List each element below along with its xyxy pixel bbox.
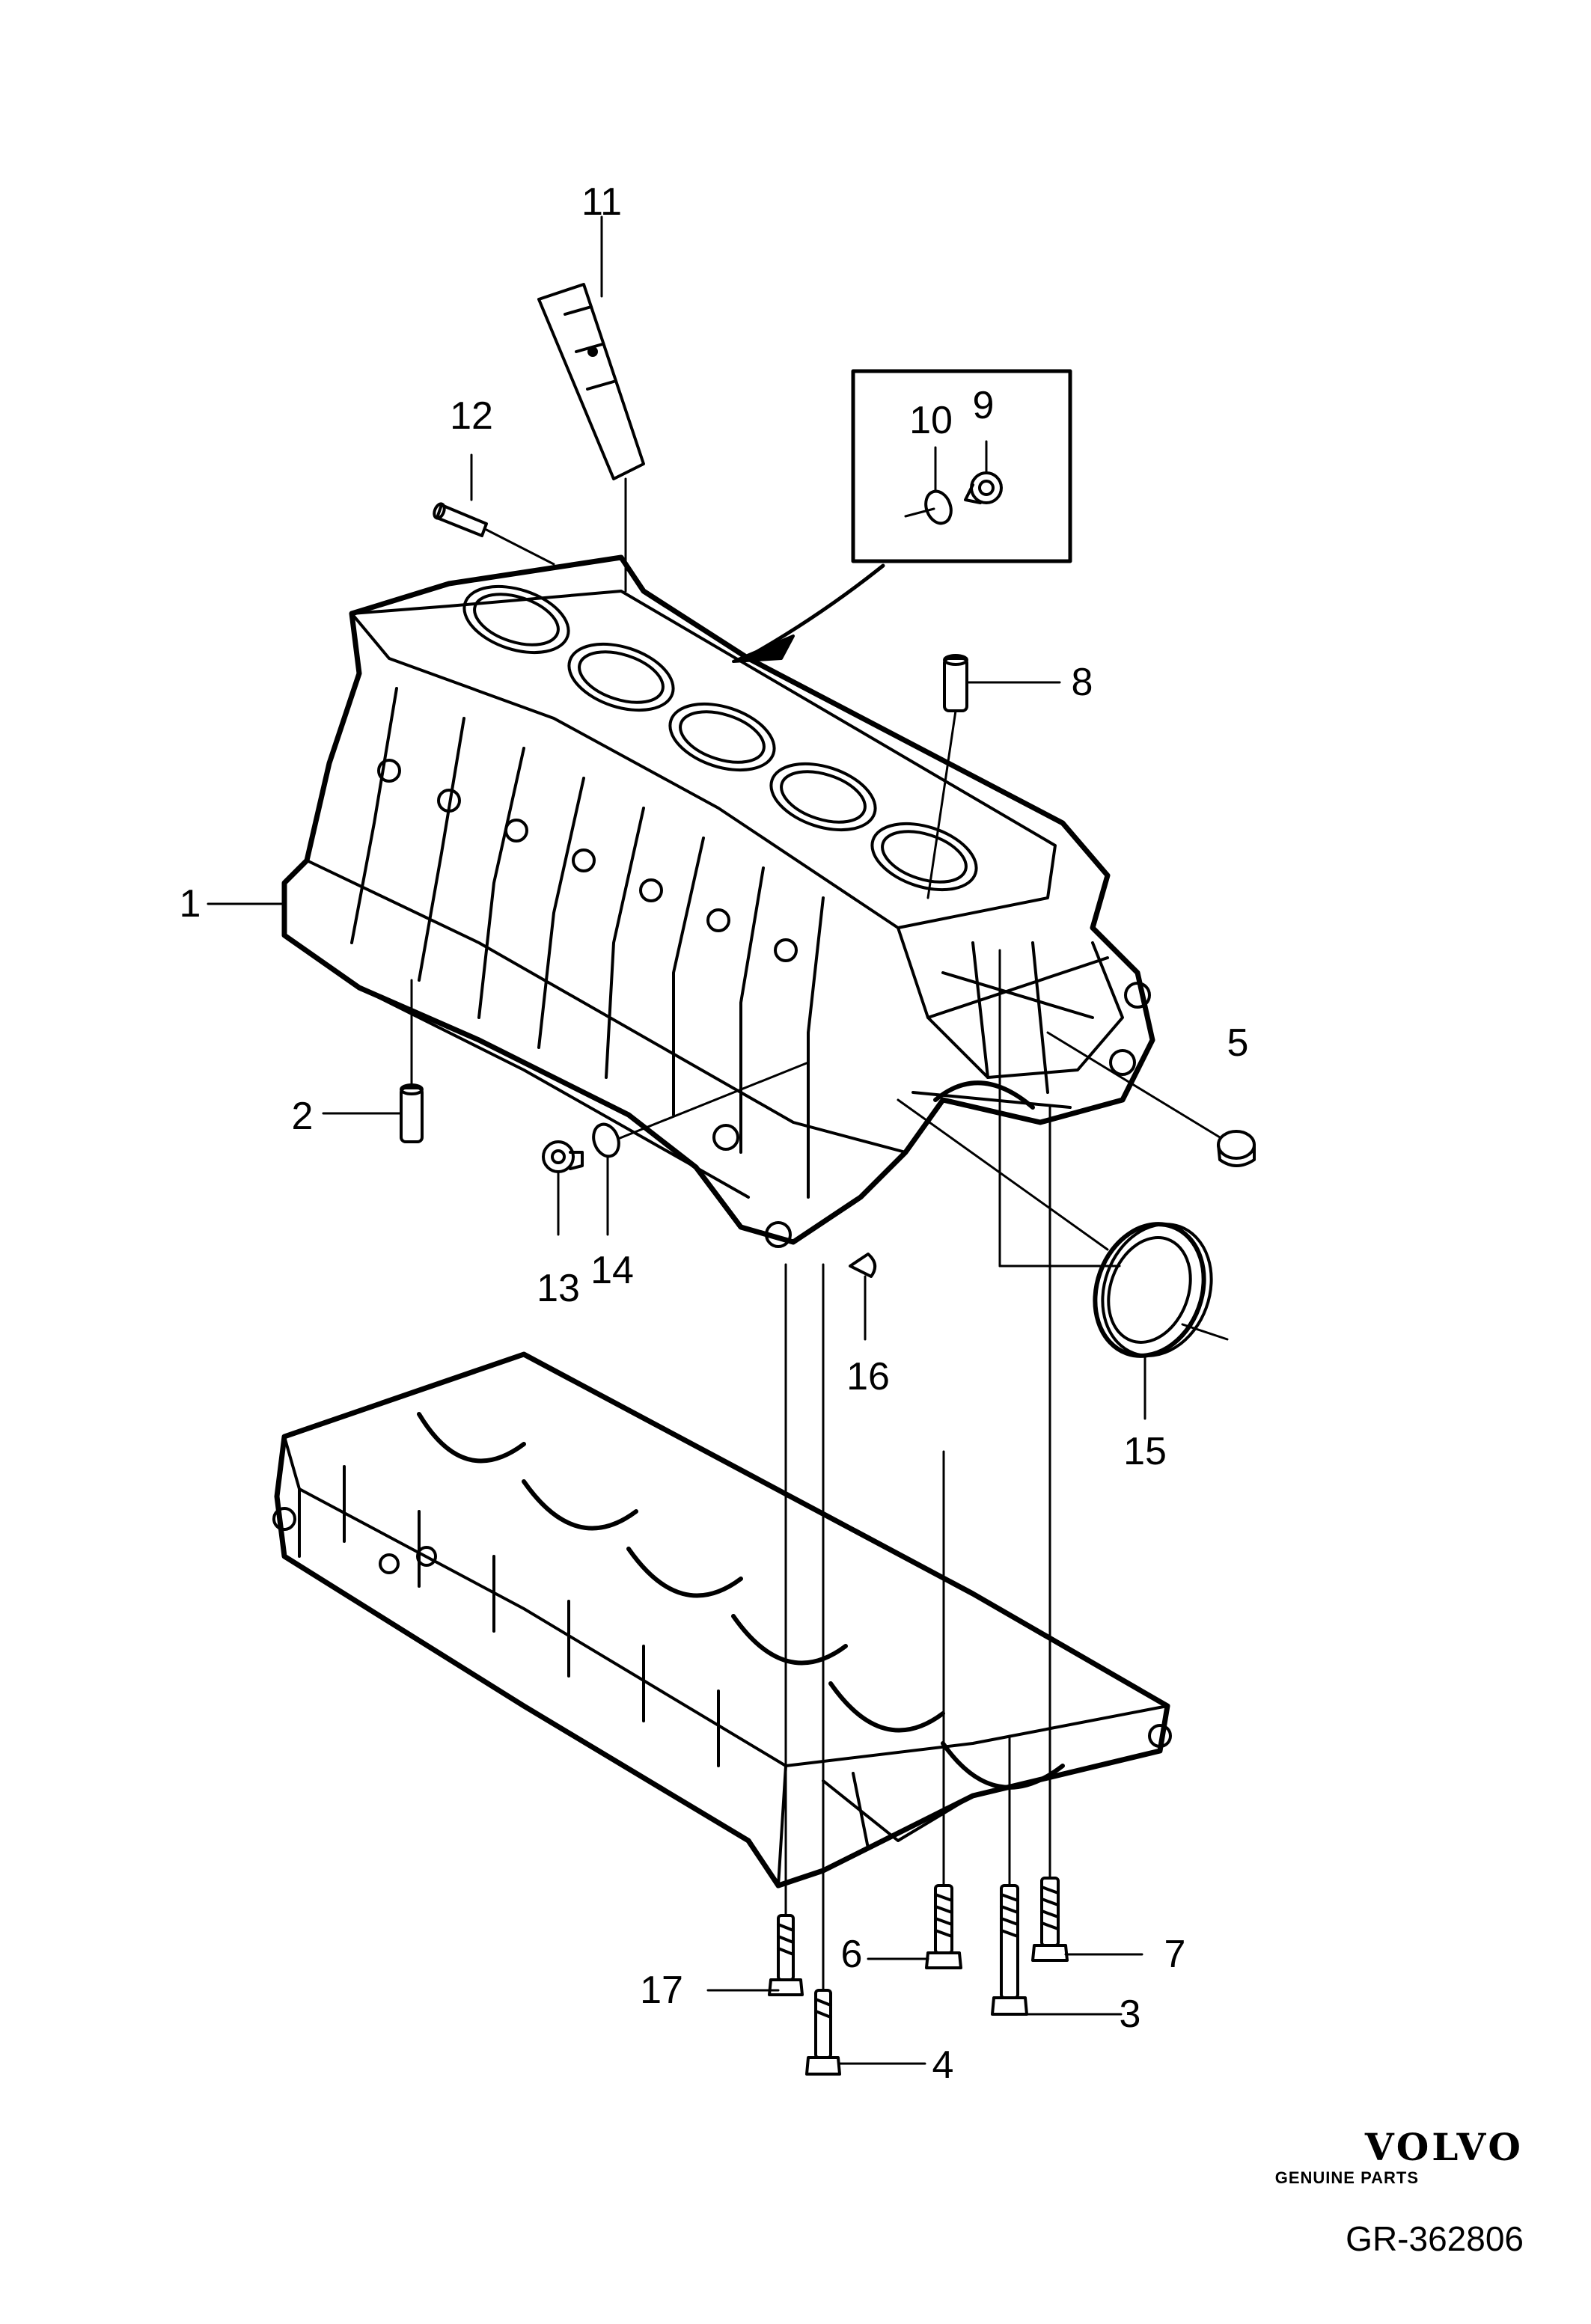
part-10-seal	[924, 489, 953, 525]
drawing-id: GR-362806	[1346, 2219, 1524, 2258]
callout-9: 9	[972, 384, 995, 427]
part-7-bolt	[1031, 1877, 1069, 1962]
callout-5: 5	[1227, 1021, 1249, 1065]
callout-8: 8	[1071, 661, 1093, 704]
callout-13: 13	[537, 1267, 580, 1310]
part-11-baffle	[537, 283, 645, 480]
leader-lines	[207, 215, 1229, 2065]
part-4-bolt	[805, 1989, 841, 2076]
callout-4: 4	[932, 2043, 954, 2087]
cylinder-block	[281, 554, 1155, 1248]
part-9-plug	[964, 471, 1003, 504]
callout-15: 15	[1123, 1430, 1167, 1473]
part-13-plug	[542, 1140, 584, 1173]
callout-3: 3	[1119, 1993, 1141, 2036]
part-2-dowel	[400, 1083, 424, 1143]
callout-6: 6	[840, 1933, 863, 1976]
callout-16: 16	[846, 1355, 890, 1398]
callout-14: 14	[590, 1249, 634, 1292]
part-8-dowel	[943, 654, 968, 712]
part-17-bolt	[768, 1914, 804, 1996]
part-16-plug	[849, 1253, 877, 1278]
genuine-parts-label: GENUINE PARTS	[1274, 2168, 1419, 2187]
callout-17: 17	[640, 1969, 683, 2012]
callout-2: 2	[291, 1095, 314, 1138]
part-6-bolt	[925, 1884, 962, 1969]
part-15-crank-seal	[1093, 1222, 1213, 1358]
callout-12: 12	[450, 394, 493, 438]
callout-7: 7	[1164, 1933, 1186, 1976]
detail-arrow	[754, 563, 885, 655]
callout-1: 1	[179, 882, 201, 926]
volvo-logo: VOLVO	[1364, 2125, 1524, 2169]
bedplate	[272, 1351, 1172, 1889]
callout-10: 10	[909, 399, 953, 442]
callout-11: 11	[581, 180, 622, 224]
part-3-bolt	[991, 1884, 1028, 2016]
part-12-dowel	[433, 502, 488, 537]
part-5-plug	[1217, 1130, 1256, 1167]
part-14-seal	[592, 1122, 620, 1158]
detail-inset-box	[851, 369, 1072, 563]
